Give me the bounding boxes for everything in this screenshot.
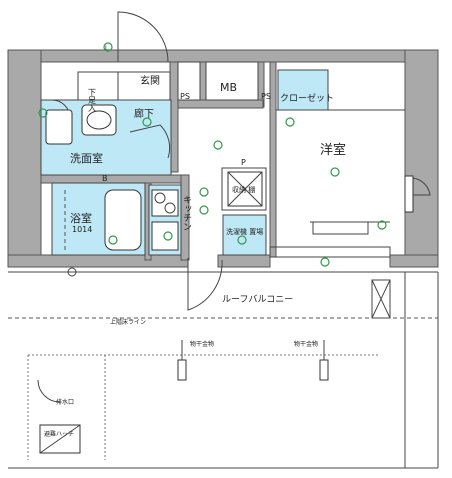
label-corridor: 廊下 <box>134 107 154 120</box>
kitchen-sink <box>151 221 179 251</box>
room-labels: 玄関 下足入 廊下 PS MB PS クローゼット 洋室 洗面室 浴室 1014… <box>44 45 346 438</box>
label-mb: MB <box>220 81 237 94</box>
wash-basin <box>45 109 73 145</box>
label-washroom: 洗面室 <box>70 151 103 165</box>
label-utility: 洗濯機 置場 <box>226 227 263 236</box>
label-drain: 排水口 <box>56 398 74 406</box>
label-upper-floor-line: 上階床ライン <box>110 318 146 326</box>
label-bath-size: 1014 <box>72 225 92 234</box>
door-swings <box>51 11 431 311</box>
label-roof-balcony: ルーフバルコニー <box>222 294 293 305</box>
fixtures <box>45 104 263 277</box>
label-western-room: 洋室 <box>320 142 346 158</box>
electrical-symbols <box>38 42 387 267</box>
label-bathroom: 浴室 <box>70 211 92 225</box>
marker-b: B <box>102 174 108 183</box>
label-closet: クローゼット <box>280 92 334 104</box>
label-ps-right: PS <box>261 92 271 101</box>
interior-lines <box>77 61 414 258</box>
roof-balcony <box>8 271 439 469</box>
rail-post-left <box>177 359 187 381</box>
rail-post-right <box>319 359 329 381</box>
label-rail-left: 物干金物 <box>190 340 214 348</box>
label-downstairs-storage: 下足入 <box>88 88 97 112</box>
label-rail-right: 物干金物 <box>294 340 318 348</box>
label-kitchen: キッチン <box>181 195 192 231</box>
label-storage-unit: 収納 棚 <box>232 185 255 194</box>
exterior-walls <box>7 49 439 268</box>
label-ps-left: PS <box>180 92 190 101</box>
marker-p: P <box>241 158 246 167</box>
toilet-bowl <box>86 110 112 130</box>
marker-l: L <box>105 45 109 52</box>
label-evacuation-hatch: 避難ハッチ <box>44 430 74 438</box>
label-entrance: 玄関 <box>140 74 160 87</box>
stove <box>151 189 179 217</box>
bathtub <box>104 189 142 251</box>
